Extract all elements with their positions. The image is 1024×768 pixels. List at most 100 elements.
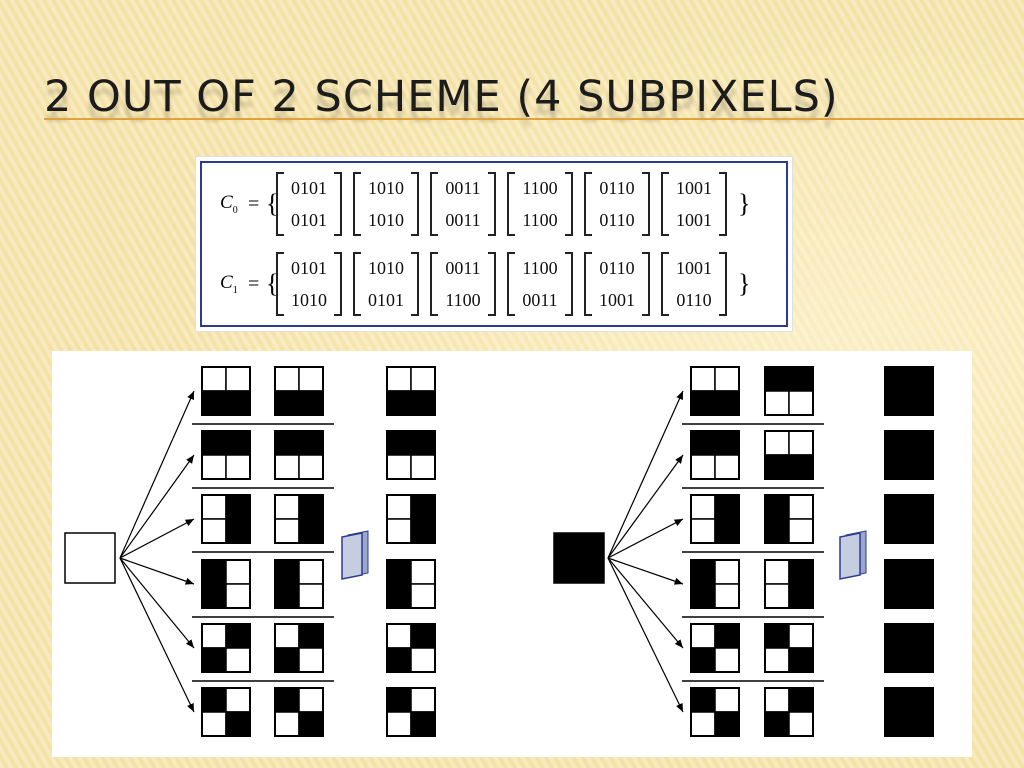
share2-cell bbox=[274, 366, 324, 416]
share-arrow bbox=[607, 557, 684, 713]
equals-sign: = bbox=[248, 192, 260, 215]
share-arrow bbox=[119, 557, 195, 585]
source-pixel bbox=[64, 532, 116, 584]
matrix-row-bits: 0011 bbox=[445, 177, 481, 198]
open-brace: { bbox=[266, 189, 279, 218]
basis-matrix: 0101 1010 bbox=[276, 252, 342, 316]
share2-cell bbox=[764, 430, 814, 480]
matrix-row-bits: 1010 bbox=[368, 209, 404, 230]
share1-cell bbox=[201, 623, 251, 673]
share-arrow bbox=[607, 454, 684, 559]
title-underline bbox=[44, 118, 1024, 120]
matrix-row-bits: 1001 bbox=[676, 177, 712, 198]
share1-cell bbox=[690, 366, 740, 416]
stacked-result-cell bbox=[386, 623, 436, 673]
matrix-set-letter: C bbox=[220, 192, 233, 214]
share2-cell bbox=[274, 494, 324, 544]
share1-cell bbox=[201, 559, 251, 609]
matrix-row-bits: 1001 bbox=[676, 257, 712, 278]
matrix-set-subscript: 1 bbox=[232, 284, 238, 296]
share2-cell bbox=[274, 687, 324, 737]
share2-cell bbox=[274, 559, 324, 609]
matrix-row-bits: 1100 bbox=[522, 209, 558, 230]
basis-matrix: 0110 1001 bbox=[584, 252, 650, 316]
matrix-row-bits: 0101 bbox=[368, 289, 404, 310]
share1-cell bbox=[201, 494, 251, 544]
close-brace: } bbox=[738, 269, 751, 298]
matrix-set-label: C1 bbox=[220, 272, 248, 296]
share2-cell bbox=[274, 430, 324, 480]
matrix-row-bits: 0110 bbox=[676, 289, 712, 310]
share1-cell bbox=[690, 494, 740, 544]
share-arrow bbox=[119, 518, 195, 559]
share-diagram-svg bbox=[64, 366, 934, 737]
share-arrow bbox=[607, 557, 684, 585]
share-arrow bbox=[119, 557, 195, 713]
share2-cell bbox=[764, 687, 814, 737]
matrix-row-bits: 0101 bbox=[291, 209, 327, 230]
basis-matrix: 1001 0110 bbox=[661, 252, 727, 316]
matrix-row-bits: 1010 bbox=[291, 289, 327, 310]
stacked-result-cell bbox=[386, 559, 436, 609]
share-arrow bbox=[119, 454, 195, 559]
matrix-row-bits: 0101 bbox=[291, 257, 327, 278]
stacked-result-cell bbox=[884, 687, 934, 737]
open-brace: { bbox=[266, 269, 279, 298]
matrix-row-bits: 0011 bbox=[445, 209, 481, 230]
share2-cell bbox=[764, 494, 814, 544]
share-arrow bbox=[119, 557, 195, 649]
stack-overlay-icon bbox=[839, 530, 867, 580]
stacked-result-cell bbox=[884, 366, 934, 416]
basis-matrix: 0011 0011 bbox=[430, 172, 496, 236]
share1-cell bbox=[201, 366, 251, 416]
slide-title: 2 OUT OF 2 SCHEME (4 SUBPIXELS) bbox=[44, 72, 839, 122]
basis-matrix: 1010 0101 bbox=[353, 252, 419, 316]
share1-cell bbox=[201, 687, 251, 737]
stacked-result-cell bbox=[386, 494, 436, 544]
matrix-set-label: C0 bbox=[220, 192, 248, 216]
stacked-result-cell bbox=[386, 366, 436, 416]
share-arrow bbox=[607, 557, 684, 649]
matrix-row-bits: 1100 bbox=[522, 177, 558, 198]
stacked-result-cell bbox=[884, 430, 934, 480]
share2-cell bbox=[274, 623, 324, 673]
stacked-result-cell bbox=[884, 494, 934, 544]
basis-matrix: 0110 0110 bbox=[584, 172, 650, 236]
matrix-row-bits: 0011 bbox=[445, 257, 481, 278]
matrix-row-bits: 0101 bbox=[291, 177, 327, 198]
share-arrow bbox=[119, 390, 195, 559]
matrix-row-bits: 0110 bbox=[599, 257, 635, 278]
share-arrow bbox=[607, 518, 684, 559]
stack-overlay-icon bbox=[341, 530, 369, 580]
basis-matrix: 1010 1010 bbox=[353, 172, 419, 236]
matrix-row-bits: 1010 bbox=[368, 257, 404, 278]
matrix-set-subscript: 0 bbox=[232, 204, 238, 216]
stacked-result-cell bbox=[386, 430, 436, 480]
share1-cell bbox=[201, 430, 251, 480]
basis-matrix: 0101 0101 bbox=[276, 172, 342, 236]
matrix-row-bits: 1001 bbox=[599, 289, 635, 310]
matrix-row-bits: 1001 bbox=[676, 209, 712, 230]
share-arrow bbox=[607, 390, 684, 559]
stacked-result-cell bbox=[884, 623, 934, 673]
share1-cell bbox=[690, 623, 740, 673]
stacked-result-cell bbox=[884, 559, 934, 609]
close-brace: } bbox=[738, 189, 751, 218]
share1-cell bbox=[690, 559, 740, 609]
matrix-row-bits: 1010 bbox=[368, 177, 404, 198]
matrix-set-letter: C bbox=[220, 272, 233, 294]
basis-matrix: 1001 1001 bbox=[661, 172, 727, 236]
matrix-row-bits: 0110 bbox=[599, 177, 635, 198]
matrix-row-bits: 0110 bbox=[599, 209, 635, 230]
equals-sign: = bbox=[248, 272, 260, 295]
share1-cell bbox=[690, 430, 740, 480]
share2-cell bbox=[764, 366, 814, 416]
share1-cell bbox=[690, 687, 740, 737]
share2-cell bbox=[764, 623, 814, 673]
